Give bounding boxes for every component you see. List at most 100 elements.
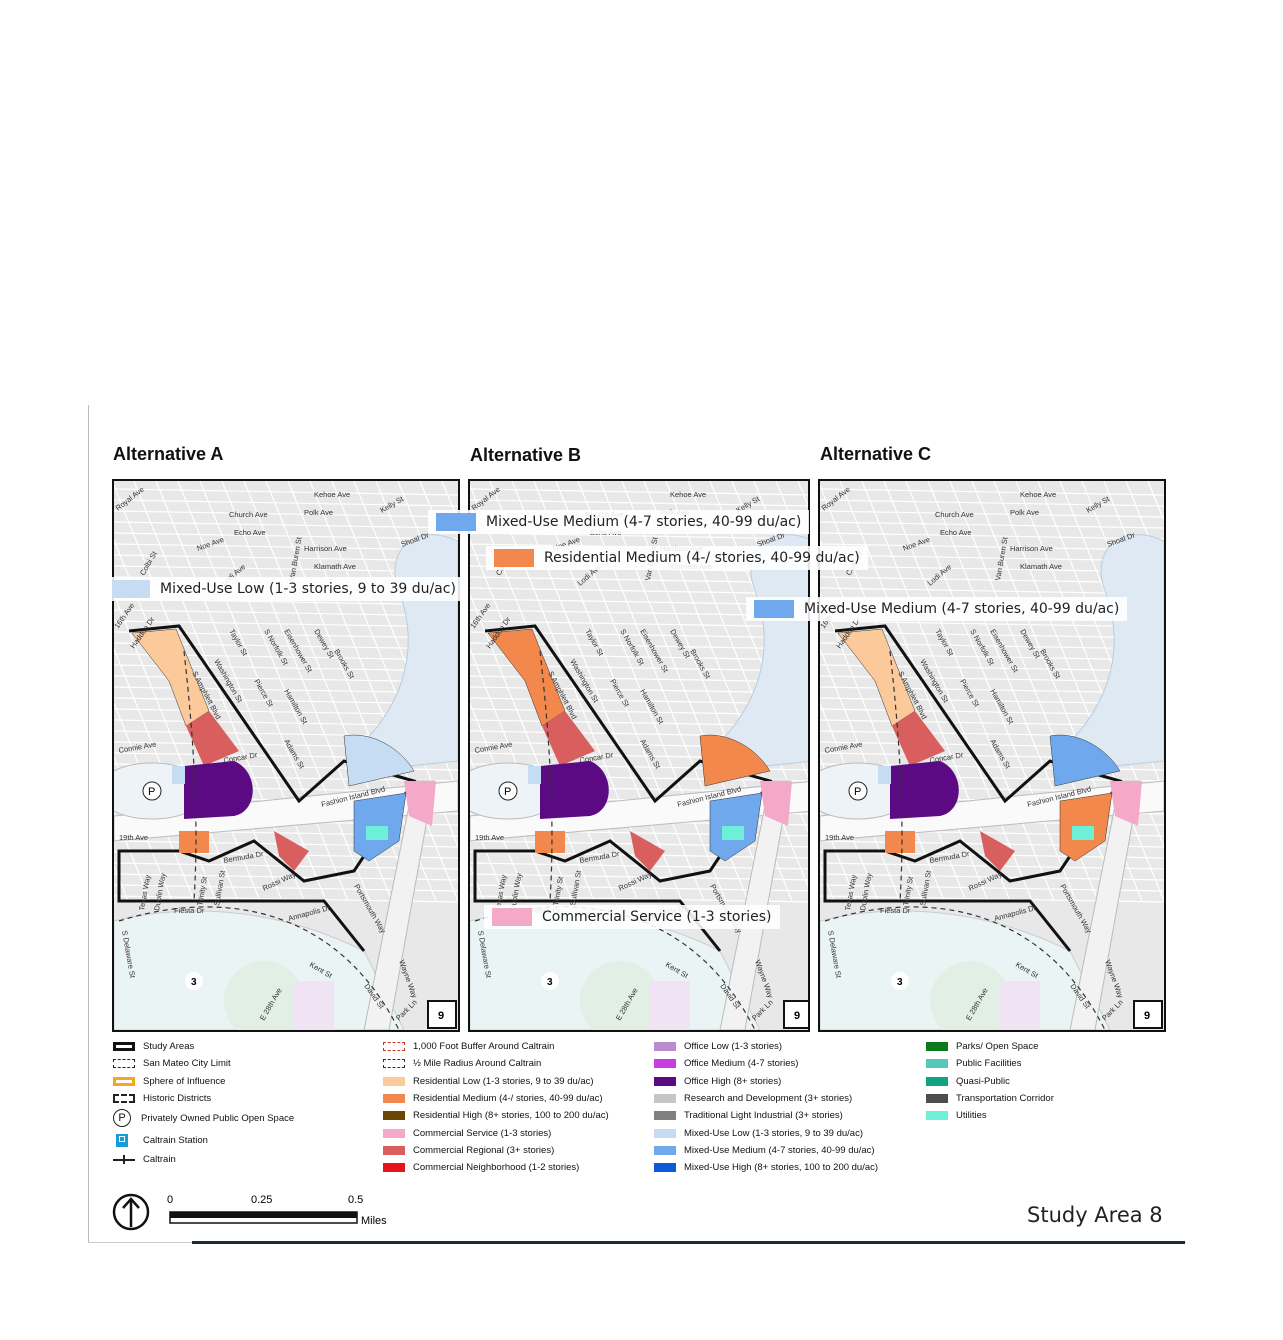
parks-swatch (926, 1042, 948, 1052)
legend-item-res-low: Residential Low (1-3 stories, 9 to 39 du… (383, 1073, 609, 1090)
street-label-church: Church Ave (935, 510, 974, 519)
study-area-boundary (117, 624, 417, 952)
com-neighborhood-swatch (383, 1163, 405, 1173)
street-line (133, 481, 305, 902)
land-use-regional-south (980, 831, 1015, 871)
land-use-res-small (535, 831, 565, 853)
half-mile-radius (118, 906, 400, 1030)
highway-corridor (470, 781, 808, 842)
highway-corridor (114, 780, 458, 842)
callout-b-residential-medium: Residential Medium (4-/ stories, 40-99 d… (486, 546, 868, 570)
legend-label: Office Low (1-3 stories) (684, 1041, 783, 1053)
mixed-high-swatch (654, 1163, 676, 1173)
legend-label: Residential High (8+ stories, 100 to 200… (413, 1110, 609, 1122)
street-line (905, 481, 1077, 902)
street-line (820, 499, 1164, 507)
street-line (309, 481, 458, 849)
res-low-swatch (383, 1076, 405, 1086)
street-line (114, 532, 458, 540)
street-line (993, 481, 1164, 902)
street-line (177, 481, 349, 902)
park-shape (580, 961, 660, 1030)
street-line (114, 499, 458, 507)
study-area-swatch (113, 1042, 135, 1052)
street-label-echo: Echo Ave (234, 528, 266, 537)
area-9-marker (783, 1000, 808, 1029)
street-label-fiesta: Fiesta Dr (174, 906, 205, 915)
legend-label: Residential Medium (4-/ stories, 40-99 d… (413, 1093, 603, 1105)
street-line (820, 543, 1164, 551)
legend-column-1: Study Areas San Mateo City Limit Sphere … (113, 1038, 294, 1168)
area-3-label: 3 (897, 977, 903, 988)
street-label-nineteenth: 19th Ave (825, 833, 854, 842)
historic-swatch (113, 1094, 135, 1104)
street-label-polk: Polk Ave (1010, 508, 1039, 517)
area-3-label: 3 (547, 977, 553, 988)
legend-label: Mixed-Use Low (1-3 stories, 9 to 39 du/a… (684, 1127, 863, 1139)
street-line (470, 488, 808, 496)
land-use-mixed-low-small (878, 766, 891, 784)
city-limit-swatch (113, 1059, 135, 1069)
legend-item-rnd: Research and Development (3+ stories) (654, 1090, 878, 1107)
street-line (839, 481, 1011, 902)
parking-p-icon-map (142, 781, 162, 801)
land-use-office-high (540, 761, 609, 819)
legend-label: Residential Low (1-3 stories, 9 to 39 du… (413, 1075, 594, 1087)
street-label-church: Church Ave (229, 510, 268, 519)
area-9-label: 9 (1144, 1010, 1150, 1022)
land-use-east-upper (1049, 734, 1121, 787)
street-line (470, 532, 808, 540)
alternative-c-title: Alternative C (820, 444, 932, 464)
study-area-boundary (823, 624, 1123, 952)
land-use-mixed-low-small (528, 766, 541, 784)
study-area-boundary (473, 624, 773, 952)
scale-bar-group: 0 0.25 0.5 Miles (112, 1190, 412, 1235)
street-line (114, 521, 458, 529)
land-use-utilities (1072, 826, 1094, 840)
legend-item-half-mile: ½ Mile Radius Around Caltrain (383, 1055, 609, 1072)
res-high-swatch (383, 1111, 405, 1121)
land-use-office-high (184, 761, 253, 819)
legend-label: 1,000 Foot Buffer Around Caltrain (413, 1041, 555, 1053)
legend-item-com-regional: Commercial Regional (3+ stories) (383, 1142, 609, 1159)
com-service-swatch (383, 1128, 405, 1138)
legend-column-2: 1,000 Foot Buffer Around Caltrain ½ Mile… (383, 1038, 609, 1176)
street-line (820, 620, 1164, 628)
caltrain-buffer-line (539, 650, 553, 902)
land-use-regional-north (892, 711, 945, 766)
land-use-commercial-service (404, 781, 436, 826)
legend-item-mixed-high: Mixed-Use High (8+ stories, 100 to 200 d… (654, 1159, 878, 1176)
parking-p-icon: P (113, 1109, 131, 1128)
area-9-marker (1133, 1000, 1163, 1029)
legend-item-city-limit: San Mateo City Limit (113, 1055, 294, 1072)
street-line (820, 510, 1164, 518)
callout-label: Mixed-Use Low (1-3 stories, 9 to 39 du/a… (160, 581, 456, 597)
legend-item-mixed-medium: Mixed-Use Medium (4-7 stories, 40-99 du/… (654, 1142, 878, 1159)
north-arrow-icon (112, 1193, 150, 1231)
callout-label: Mixed-Use Medium (4-7 stories, 40-99 du/… (486, 514, 802, 530)
callout-b-commercial-service: Commercial Service (1-3 stories) (484, 905, 780, 929)
legend-item-office-low: Office Low (1-3 stories) (654, 1038, 878, 1055)
street-label-kehoe: Kehoe Ave (314, 490, 350, 499)
legend-label: Research and Development (3+ stories) (684, 1093, 853, 1105)
parking-p-text: P (504, 786, 511, 798)
scale-tick-0: 0 (167, 1194, 173, 1206)
land-use-utilities (366, 826, 388, 840)
callout-b-mixed-use-medium: Mixed-Use Medium (4-7 stories, 40-99 du/… (428, 510, 810, 534)
land-use-regional-south (274, 831, 309, 871)
street-line (470, 620, 808, 628)
legend-item-com-neighborhood: Commercial Neighborhood (1-2 stories) (383, 1159, 609, 1176)
legend-item-parks: Parks/ Open Space (926, 1038, 1054, 1055)
alternative-b-title: Alternative B (470, 445, 582, 465)
highway-corridor (820, 780, 1164, 842)
scale-unit-label: Miles (361, 1215, 387, 1227)
area-3-label: 3 (191, 977, 197, 988)
area-3-marker (891, 972, 909, 990)
parking-p-icon-map (848, 781, 868, 801)
legend-label: Commercial Neighborhood (1-2 stories) (413, 1162, 580, 1174)
callout-swatch (492, 908, 532, 926)
land-use-utilities (722, 826, 744, 840)
callout-c-mixed-use-medium: Mixed-Use Medium (4-7 stories, 40-99 du/… (746, 597, 1128, 621)
utilities-swatch (926, 1111, 948, 1121)
